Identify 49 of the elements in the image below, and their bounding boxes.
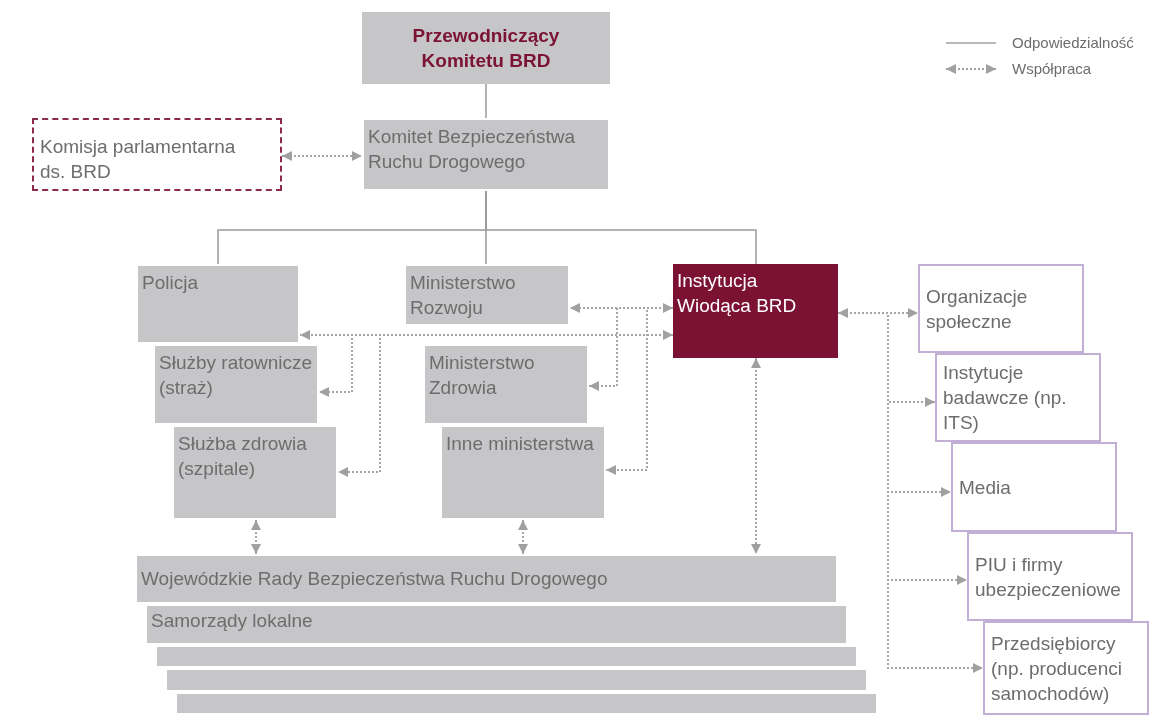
org-box <box>935 353 1101 442</box>
org-box <box>135 554 838 604</box>
org-box <box>172 425 338 520</box>
org-box <box>440 425 606 520</box>
org-box <box>362 118 610 191</box>
arrow <box>281 151 363 161</box>
legend-label: Odpowiedzialność <box>1012 32 1134 53</box>
stacked-bar <box>165 668 868 692</box>
stacked-bar <box>155 645 858 668</box>
box-label: Samorządy lokalne <box>151 609 314 633</box>
org-box <box>983 621 1149 715</box>
org-box <box>673 264 838 358</box>
box-label: Instytucje badawcze (np. ITS) <box>943 361 1068 435</box>
arrow <box>569 303 674 313</box>
legend-label: Współpraca <box>1012 58 1092 79</box>
box-label: Wojewódzkie Rady Bezpieczeństwa Ruchu Drogowego <box>141 567 609 591</box>
box-label: Ministerstwo Zdrowia <box>429 351 536 400</box>
box-label: Przewodniczący Komitetu BRD <box>411 24 561 73</box>
org-box <box>918 264 1084 353</box>
box-label: Przedsiębiorcy (np. producenci samochodów) <box>991 631 1123 706</box>
stacked-bar <box>175 692 878 715</box>
box-label: Ministerstwo Rozwoju <box>410 271 517 320</box>
org-box <box>136 264 300 344</box>
org-box <box>404 264 570 326</box>
org-box <box>32 118 282 191</box>
box-label: Komisja parlamentarna ds. BRD <box>40 135 237 184</box>
arrow <box>299 330 674 340</box>
box-label: Organizacje społeczne <box>926 284 1029 334</box>
box-label: Inne ministerstwa <box>446 432 595 456</box>
box-label: Komitet Bezpieczeństwa Ruchu Drogowego <box>368 125 576 174</box>
arrow <box>518 519 528 555</box>
box-label: Policja <box>142 271 199 295</box>
box-label: Media <box>959 475 1012 500</box>
connector-line <box>485 190 757 265</box>
box-label: Służba zdrowia (szpitale) <box>178 432 308 481</box>
org-box <box>951 442 1117 532</box>
arrow <box>837 308 919 318</box>
org-box <box>145 604 848 645</box>
box-label: PIU i firmy ubezpieczeniowe <box>975 552 1122 602</box>
box-label: Służby ratownicze (straż) <box>159 351 313 400</box>
arrow <box>605 307 674 475</box>
org-box <box>423 344 589 425</box>
connector-line <box>485 83 487 119</box>
arrow <box>751 357 761 555</box>
box-label: Instytucja Wiodąca BRD <box>677 269 798 318</box>
org-box <box>967 532 1133 621</box>
arrow <box>251 519 261 555</box>
org-box <box>153 344 319 425</box>
org-box <box>362 12 610 84</box>
